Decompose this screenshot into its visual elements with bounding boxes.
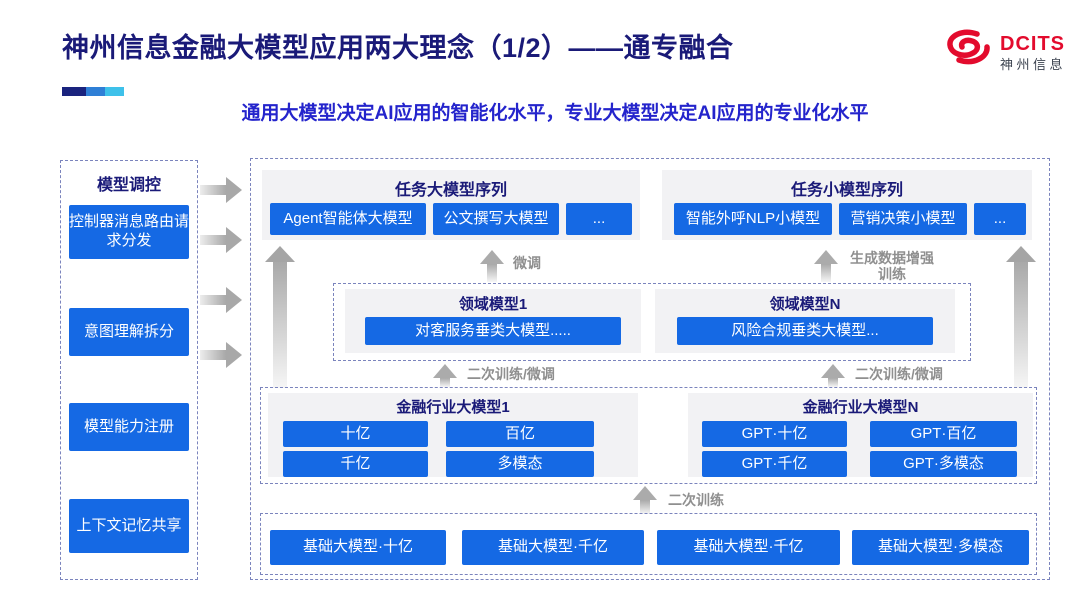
fine-tune-label: 微调 — [513, 255, 541, 271]
page-title: 神州信息金融大模型应用两大理念（1/2）——通专融合 — [62, 33, 734, 63]
sidebar-item-context-memory: 上下文记忆共享 — [69, 499, 189, 553]
secondary-training-label: 二次训练 — [668, 492, 724, 508]
base-model-billion: 基础大模型·十亿 — [270, 530, 446, 565]
task-large-model-title: 任务大模型序列 — [394, 182, 507, 199]
task-small-model-more: ... — [974, 203, 1026, 235]
industry-model-n-gpt-hundred-billion: GPT·千亿 — [702, 451, 847, 477]
task-large-model-panel: 任务大模型序列 Agent智能体大模型 公文撰写大模型 ... — [262, 170, 640, 240]
task-small-model-outbound-nlp: 智能外呼NLP小模型 — [674, 203, 832, 235]
flow-arrow-right-icon — [200, 342, 242, 368]
industry-model-n-gpt-billion: GPT·十亿 — [702, 421, 847, 447]
slide-subtitle: 通用大模型决定AI应用的智能化水平，专业大模型决定AI应用的专业化水平 — [241, 103, 869, 124]
sidebar-model-control-panel: 模型调控 控制器消息路由请求分发 意图理解拆分 模型能力注册 上下文记忆共享 — [60, 160, 198, 580]
industry-model-1-panel: 金融行业大模型1 十亿 百亿 千亿 多模态 — [268, 393, 638, 477]
industry-models-panel — [260, 387, 1037, 484]
main-architecture-panel — [250, 158, 1050, 580]
industry-model-n-gpt-ten-billion: GPT·百亿 — [870, 421, 1017, 447]
flow-arrow-up-icon — [480, 250, 504, 282]
base-models-panel: 基础大模型·十亿 基础大模型·千亿 基础大模型·千亿 基础大模型·多模态 — [260, 513, 1037, 575]
industry-model-n-panel: 金融行业大模型N GPT·十亿 GPT·百亿 GPT·千亿 GPT·多模态 — [688, 393, 1033, 477]
domain-model-1-title: 领域模型1 — [458, 296, 528, 313]
base-model-hundred-billion-1: 基础大模型·千亿 — [462, 530, 644, 565]
sidebar-item-capability-register: 模型能力注册 — [69, 403, 189, 451]
industry-model-n-title: 金融行业大模型N — [802, 399, 919, 416]
industry-model-1-hundred-billion: 千亿 — [283, 451, 428, 477]
task-small-model-marketing: 营销决策小模型 — [839, 203, 967, 235]
domain-model-1-item: 对客服务垂类大模型..... — [365, 317, 621, 345]
flow-arrow-right-icon — [200, 177, 242, 203]
flow-arrow-right-icon — [200, 227, 242, 253]
domain-model-1-panel: 领域模型1 对客服务垂类大模型..... — [345, 289, 641, 353]
sidebar-item-controller-routing: 控制器消息路由请求分发 — [69, 205, 189, 259]
sidebar-title: 模型调控 — [96, 177, 161, 194]
flow-arrow-up-icon — [821, 364, 845, 387]
industry-model-1-ten-billion: 百亿 — [446, 421, 594, 447]
flow-arrow-up-icon — [1006, 246, 1036, 388]
task-large-model-agent: Agent智能体大模型 — [270, 203, 426, 235]
base-model-multimodal: 基础大模型·多模态 — [852, 530, 1029, 565]
flow-arrow-up-icon — [265, 246, 295, 388]
task-small-model-panel: 任务小模型序列 智能外呼NLP小模型 营销决策小模型 ... — [662, 170, 1032, 240]
flow-arrow-up-icon — [433, 364, 457, 387]
task-large-model-more: ... — [566, 203, 632, 235]
accent-segment-dark — [62, 87, 86, 96]
industry-model-1-multimodal: 多模态 — [446, 451, 594, 477]
retrain-finetune-label-left: 二次训练/微调 — [467, 366, 555, 382]
domain-model-n-panel: 领域模型N 风险合规垂类大模型... — [655, 289, 955, 353]
task-large-model-doc-writing: 公文撰写大模型 — [433, 203, 559, 235]
domain-model-n-title: 领域模型N — [769, 296, 841, 313]
logo-brand-text: DCITS — [1000, 33, 1065, 55]
industry-model-n-gpt-multimodal: GPT·多模态 — [870, 451, 1017, 477]
retrain-finetune-label-right: 二次训练/微调 — [855, 366, 943, 382]
base-model-hundred-billion-2: 基础大模型·千亿 — [657, 530, 840, 565]
accent-segment-blue — [86, 87, 105, 96]
flow-arrow-right-icon — [200, 287, 242, 313]
industry-model-1-title: 金融行业大模型1 — [396, 399, 510, 416]
sidebar-item-intent-split: 意图理解拆分 — [69, 308, 189, 356]
flow-arrow-up-icon — [633, 486, 657, 514]
logo-brand-cn-text: 神州信息 — [1000, 57, 1067, 72]
flow-arrow-up-icon — [814, 250, 838, 282]
accent-segment-cyan — [105, 87, 124, 96]
industry-model-1-billion: 十亿 — [283, 421, 428, 447]
domain-models-panel — [333, 283, 971, 361]
task-small-model-title: 任务小模型序列 — [790, 182, 903, 199]
title-accent-bar — [62, 87, 124, 105]
generated-data-training-label: 生成数据增强训练 — [850, 250, 934, 283]
domain-model-n-item: 风险合规垂类大模型... — [677, 317, 933, 345]
dcits-swirl-icon — [947, 29, 990, 65]
